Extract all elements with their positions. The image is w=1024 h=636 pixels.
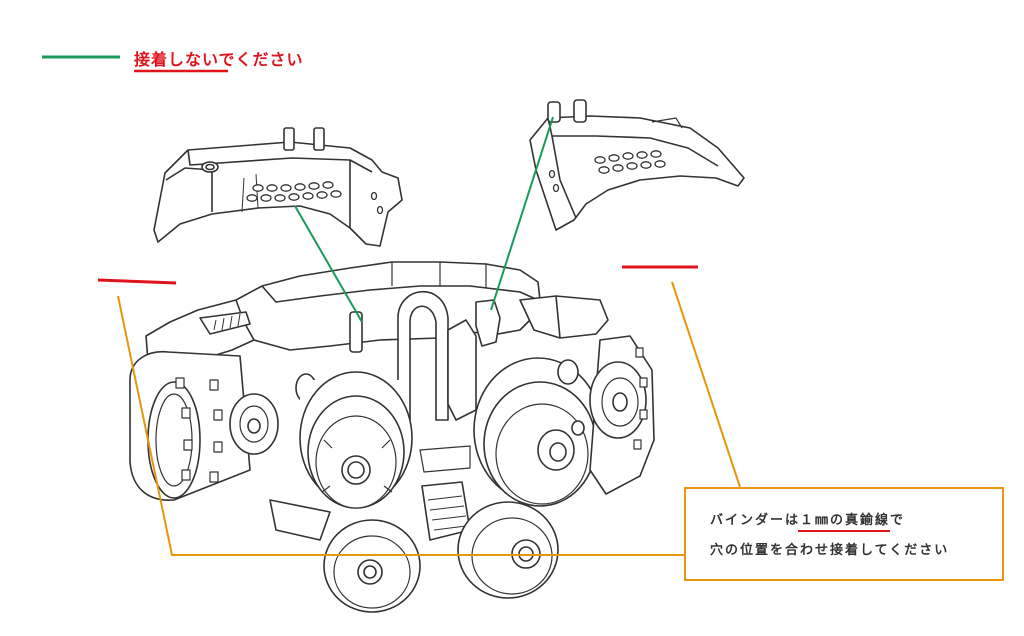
left-cover-part: [153, 127, 403, 247]
do-not-glue-label: 接着しないでください: [134, 50, 304, 69]
orange-leader-left: [117, 295, 688, 556]
note-line-1-prefix: バインダーは: [710, 513, 801, 528]
right-cover-part: [529, 99, 745, 231]
note-line-1: バインダーは１㎜の真鍮線で: [710, 509, 906, 532]
note-line-1-suffix: で: [890, 513, 906, 528]
orange-leader-right: [671, 281, 741, 488]
note-line-1-emphasis: １㎜の真鍮線: [798, 509, 891, 532]
red-marker-left: [97, 278, 177, 285]
note-line-2: 穴の位置を合わせ接着してください: [710, 543, 950, 558]
main-body: [129, 261, 655, 613]
green-leader-right: [490, 116, 554, 311]
green-leader-left: [294, 205, 363, 323]
binder-instruction-note: バインダーは１㎜の真鍮線で 穴の位置を合わせ接着してください: [684, 487, 1004, 581]
